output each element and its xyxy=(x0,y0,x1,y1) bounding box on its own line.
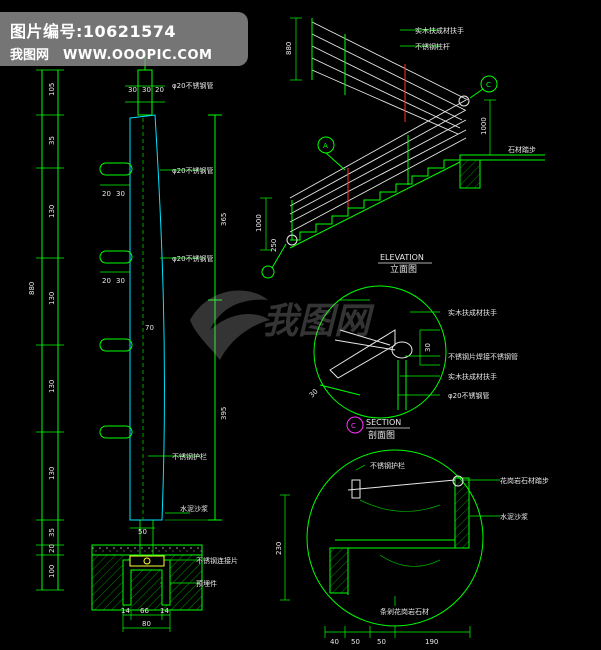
dim-top-3: 20 xyxy=(155,86,164,94)
label-steel-post: 不锈钢柱杆 xyxy=(415,42,450,51)
section-marker: C xyxy=(351,422,356,430)
dim-elev-small: 250 xyxy=(270,239,278,252)
dim-base-total: 80 xyxy=(142,620,151,628)
dim-seg-1: 105 xyxy=(48,83,56,96)
dim-right-lower: 395 xyxy=(220,407,228,420)
dim-tube-4: 30 xyxy=(116,277,125,285)
step-detail-drawing xyxy=(280,449,500,638)
dim-right-upper: 365 xyxy=(220,213,228,226)
dim-base-3: 14 xyxy=(160,607,169,615)
watermark-url: WWW.OOOPIC.COM xyxy=(63,48,213,63)
label-tube-3: φ20不锈钢管 xyxy=(172,254,214,263)
title-section-en: SECTION xyxy=(366,418,401,427)
dim-section-a: 30 xyxy=(424,343,432,352)
dim-tube-2: 30 xyxy=(116,190,125,198)
dim-seg-5: 130 xyxy=(48,380,56,393)
dim-seg-7: 35 xyxy=(48,528,56,537)
dim-base-1: 14 xyxy=(121,607,130,615)
label-s-handrail: 实木扶成材扶手 xyxy=(448,308,497,317)
dim-seg-6: 130 xyxy=(48,467,56,480)
label-d-guard: 不锈钢护栏 xyxy=(370,461,405,470)
label-stone-step: 石材踏步 xyxy=(508,145,536,154)
dim-tube-3: 20 xyxy=(102,277,111,285)
dim-seg-8: 20 xyxy=(48,544,56,553)
label-tube-1: φ20不锈钢管 xyxy=(172,81,214,90)
label-guard-rail: 不锈钢护栏 xyxy=(172,452,207,461)
dim-top-2: 30 xyxy=(142,86,151,94)
label-tube-2: φ20不锈钢管 xyxy=(172,166,214,175)
dim-elev-left: 1000 xyxy=(255,214,263,232)
label-cement: 水泥沙浆 xyxy=(180,504,208,513)
watermark-id-label: 图片编号: xyxy=(10,22,83,41)
dim-section-b: 30 xyxy=(308,387,320,399)
center-watermark: 我图网 xyxy=(190,290,375,360)
watermark-badge: 图片编号:10621574 我图网 WWW.OOOPIC.COM xyxy=(0,12,248,66)
watermark-id-value: 10621574 xyxy=(82,22,176,41)
dim-detail-b1: 40 xyxy=(330,638,339,646)
dim-detail-b2: 50 xyxy=(351,638,360,646)
watermark-brand: 我图网 xyxy=(10,48,50,63)
dim-seg-9: 100 xyxy=(48,565,56,578)
watermark-brand-line: 我图网 WWW.OOOPIC.COM xyxy=(10,44,212,63)
dim-detail-b3: 50 xyxy=(377,638,386,646)
watermark-id-line: 图片编号:10621574 xyxy=(10,18,176,42)
label-connector: 不锈钢连接片 xyxy=(196,556,238,565)
dim-detail-b4: 190 xyxy=(425,638,438,646)
dim-post-width: 70 xyxy=(145,324,154,332)
dim-total: 880 xyxy=(28,282,36,295)
title-elevation-cn: 立面图 xyxy=(390,263,417,275)
dim-base-width: 50 xyxy=(138,528,147,536)
post-detail xyxy=(36,50,222,632)
title-elevation-en: ELEVATION xyxy=(380,253,424,262)
label-d-stone-bottom: 条剁花岗岩石材 xyxy=(380,607,429,616)
label-d-mortar: 水泥沙浆 xyxy=(500,512,528,521)
title-section-cn: 剖面图 xyxy=(368,429,395,441)
section-drawing xyxy=(313,285,447,419)
label-s-handrail-2: 实木扶成材扶手 xyxy=(448,372,497,381)
label-d-stone-step: 花岗岩石材踏步 xyxy=(500,476,549,485)
label-s-tube: φ20不锈钢管 xyxy=(448,391,490,400)
label-handrail: 实木扶成材扶手 xyxy=(415,26,464,35)
dim-elev-right: 1000 xyxy=(480,117,488,135)
callout-c-elev: C xyxy=(486,81,491,89)
dim-base-2: 66 xyxy=(140,607,149,615)
elevation-drawing xyxy=(260,17,545,279)
watermark-center-text: 我图网 xyxy=(262,301,375,342)
dim-top-1: 30 xyxy=(128,86,137,94)
label-s-weld: 不锈钢片焊接不锈钢管 xyxy=(448,352,518,361)
dim-seg-2: 35 xyxy=(48,136,56,145)
dim-seg-4: 130 xyxy=(48,292,56,305)
label-embedded: 预埋件 xyxy=(196,579,217,588)
dim-tube-1: 20 xyxy=(102,190,111,198)
dim-elev-top: 880 xyxy=(285,42,293,55)
callout-a-elev: A xyxy=(323,142,328,150)
dim-detail-left: 230 xyxy=(275,542,283,555)
dim-seg-3: 130 xyxy=(48,205,56,218)
